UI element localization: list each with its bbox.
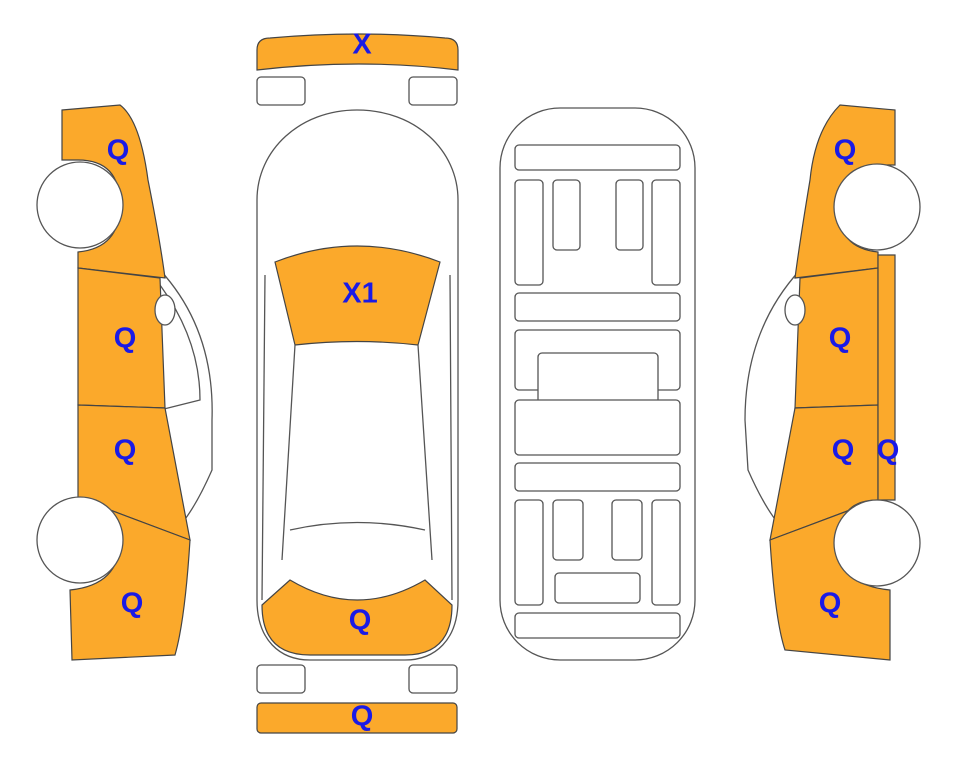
interior-view <box>499 107 696 661</box>
left-rear-wheel <box>36 496 124 584</box>
rear-window-label: Q <box>349 605 372 637</box>
right-rear-door-label: Q <box>832 435 855 467</box>
roof-lines <box>261 274 453 601</box>
right-front-door-label: Q <box>829 323 852 355</box>
left-mirror <box>154 294 176 326</box>
right-taillight <box>408 664 458 694</box>
left-rear-door-label: Q <box>114 435 137 467</box>
left-taillight <box>256 664 306 694</box>
windshield-part[interactable] <box>274 245 441 346</box>
car-body-top <box>256 109 459 661</box>
rear-bumper-part[interactable] <box>256 702 458 734</box>
windshield-label: X1 <box>342 278 377 310</box>
left-front-wheel <box>36 161 124 249</box>
right-rear-wheel <box>833 499 921 587</box>
right-side-view: Q Q Q Q Q <box>744 104 921 661</box>
right-headlight <box>408 76 458 106</box>
right-rocker-label: Q <box>877 435 900 467</box>
front-bumper-label: X <box>352 29 372 61</box>
rear-window-part[interactable] <box>261 579 453 656</box>
right-front-fender-label: Q <box>834 135 857 167</box>
left-rear-quarter-label: Q <box>121 588 144 620</box>
left-front-fender-label: Q <box>107 135 130 167</box>
right-mirror <box>784 294 806 326</box>
right-rocker-part[interactable] <box>877 254 896 501</box>
left-headlight <box>256 76 306 106</box>
rear-bumper-label: Q <box>351 701 374 733</box>
right-front-wheel <box>833 163 921 251</box>
top-view: X X1 Q Q <box>256 29 459 734</box>
roof-rear-line <box>289 521 426 531</box>
right-rear-quarter-label: Q <box>819 588 842 620</box>
left-front-door-label: Q <box>114 323 137 355</box>
front-bumper-part[interactable] <box>256 33 459 71</box>
left-side-view: Q Q Q Q <box>36 104 213 661</box>
